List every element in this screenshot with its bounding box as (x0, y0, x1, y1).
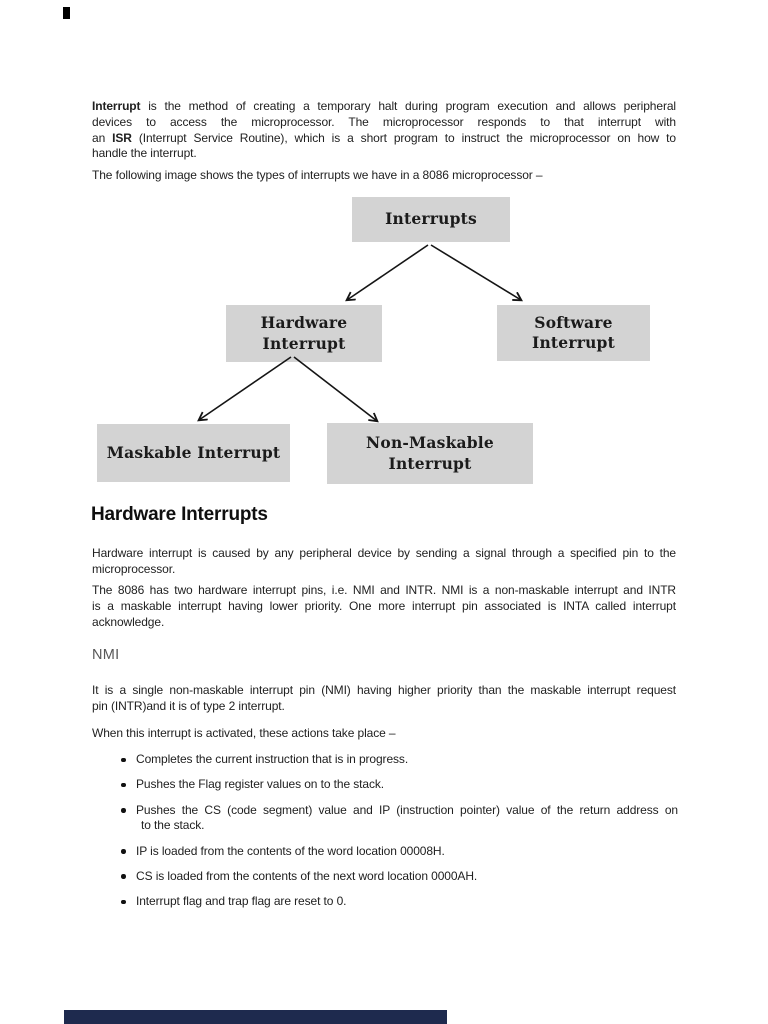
bullet-text: IP is loaded from the contents of the wo… (136, 844, 678, 860)
hardware-paragraph-2: The 8086 has two hardware interrupt pins… (92, 583, 676, 630)
diagram-node-non-maskable: Non-Maskable Interrupt (327, 423, 533, 484)
text-line: Completes the current instruction that i… (136, 752, 678, 768)
bold-text: Interrupt (92, 99, 141, 113)
bullet-text: Pushes the Flag register values on to th… (136, 777, 678, 793)
hardware-paragraph-1: Hardware interrupt is caused by any peri… (92, 546, 676, 578)
text-run: acknowledge. (92, 614, 165, 629)
text-line: It is a single non-maskable interrupt pi… (92, 683, 676, 699)
text-line: IP is loaded from the contents of the wo… (136, 844, 678, 860)
text-line: Hardware interrupt is caused by any peri… (92, 546, 676, 562)
text-run: (Interrupt Service Routine), which is a … (131, 130, 676, 145)
text-run: It is a single non-maskable interrupt pi… (92, 683, 676, 697)
stray-corner-mark (63, 7, 70, 19)
bullet-dot-icon (121, 808, 126, 813)
text-line: is a maskable interrupt having lower pri… (92, 599, 676, 615)
text-line: handle the interrupt. (92, 146, 676, 162)
text-run: The 8086 has two hardware interrupt pins… (92, 583, 676, 597)
text-line: Interrupt is the method of creating a te… (92, 99, 676, 115)
nmi-actions-list: Completes the current instruction that i… (121, 752, 678, 920)
text-line: Pushes the Flag register values on to th… (136, 777, 678, 793)
text-line: an ISR (Interrupt Service Routine), whic… (92, 131, 676, 147)
text-line: pin (INTR)and it is of type 2 interrupt. (92, 699, 676, 715)
text-line: The following image shows the types of i… (92, 168, 543, 182)
bullet-text: Completes the current instruction that i… (136, 752, 678, 768)
bold-text: ISR (112, 130, 132, 145)
text-run: Pushes the CS (code segment) value and I… (136, 802, 678, 817)
bullet-text: Interrupt flag and trap flag are reset t… (136, 894, 678, 910)
bullet-dot-icon (121, 874, 126, 879)
bullet-item: IP is loaded from the contents of the wo… (121, 844, 678, 860)
text-run: Hardware interrupt is caused by any peri… (92, 546, 676, 560)
text-line: When this interrupt is activated, these … (92, 726, 396, 740)
text-line: acknowledge. (92, 615, 676, 631)
bullet-item: Completes the current instruction that i… (121, 752, 678, 768)
bullet-text: CS is loaded from the contents of the ne… (136, 869, 678, 885)
text-run: CS is loaded from the contents of the ne… (136, 868, 478, 883)
diagram-arrow (199, 356, 292, 420)
bullet-dot-icon (121, 899, 126, 905)
text-run: is the method of creating a temporary ha… (140, 99, 676, 113)
text-line: to the stack. (136, 818, 678, 834)
text-run: to the stack. (141, 818, 205, 833)
text-run: Interrupt flag and trap flag are reset t… (136, 894, 347, 909)
text-run: is a maskable interrupt having lower pri… (92, 598, 676, 613)
bullet-item: Interrupt flag and trap flag are reset t… (121, 894, 678, 910)
diagram-arrow (430, 244, 521, 300)
diagram-node-hardware: Hardware Interrupt (226, 305, 382, 362)
text-line: CS is loaded from the contents of the ne… (136, 869, 678, 885)
text-line: Pushes the CS (code segment) value and I… (136, 803, 678, 819)
section-heading-hardware-interrupts: Hardware Interrupts (91, 504, 268, 525)
text-line: The 8086 has two hardware interrupt pins… (92, 583, 676, 599)
diagram-arrow (293, 356, 377, 421)
text-run: an (92, 130, 113, 145)
text-run: Completes the current instruction that i… (136, 752, 409, 766)
text-run: devices to access the microprocessor. Th… (92, 114, 676, 129)
nmi-paragraph-1: It is a single non-maskable interrupt pi… (92, 683, 676, 715)
text-run: microprocessor. (92, 561, 176, 576)
diagram-node-software: Software Interrupt (497, 305, 650, 361)
nmi-paragraph-2: When this interrupt is activated, these … (92, 726, 676, 742)
diagram-node-interrupts: Interrupts (352, 197, 510, 242)
bullet-item: Pushes the Flag register values on to th… (121, 777, 678, 793)
intro-caption: The following image shows the types of i… (92, 168, 676, 184)
bullet-item: CS is loaded from the contents of the ne… (121, 869, 678, 885)
diagram-node-maskable: Maskable Interrupt (97, 424, 290, 482)
subheading-nmi: NMI (92, 647, 120, 663)
diagram-arrow (347, 244, 429, 300)
text-line: microprocessor. (92, 562, 676, 578)
text-run: IP is loaded from the contents of the wo… (136, 843, 445, 858)
text-run: Pushes the Flag register values on to th… (136, 777, 385, 792)
text-line: Interrupt flag and trap flag are reset t… (136, 894, 678, 910)
bullet-item: Pushes the CS (code segment) value and I… (121, 803, 678, 835)
text-line: devices to access the microprocessor. Th… (92, 115, 676, 131)
next-page-edge-bar (64, 1010, 447, 1024)
bullet-text: Pushes the CS (code segment) value and I… (136, 803, 678, 835)
text-run: handle the interrupt. (92, 146, 197, 161)
bullet-dot-icon (121, 757, 126, 762)
bullet-dot-icon (121, 782, 126, 788)
text-run: pin (INTR)and it is of type 2 interrupt. (92, 698, 285, 713)
bullet-dot-icon (121, 849, 126, 854)
intro-paragraph: Interrupt is the method of creating a te… (92, 99, 676, 162)
